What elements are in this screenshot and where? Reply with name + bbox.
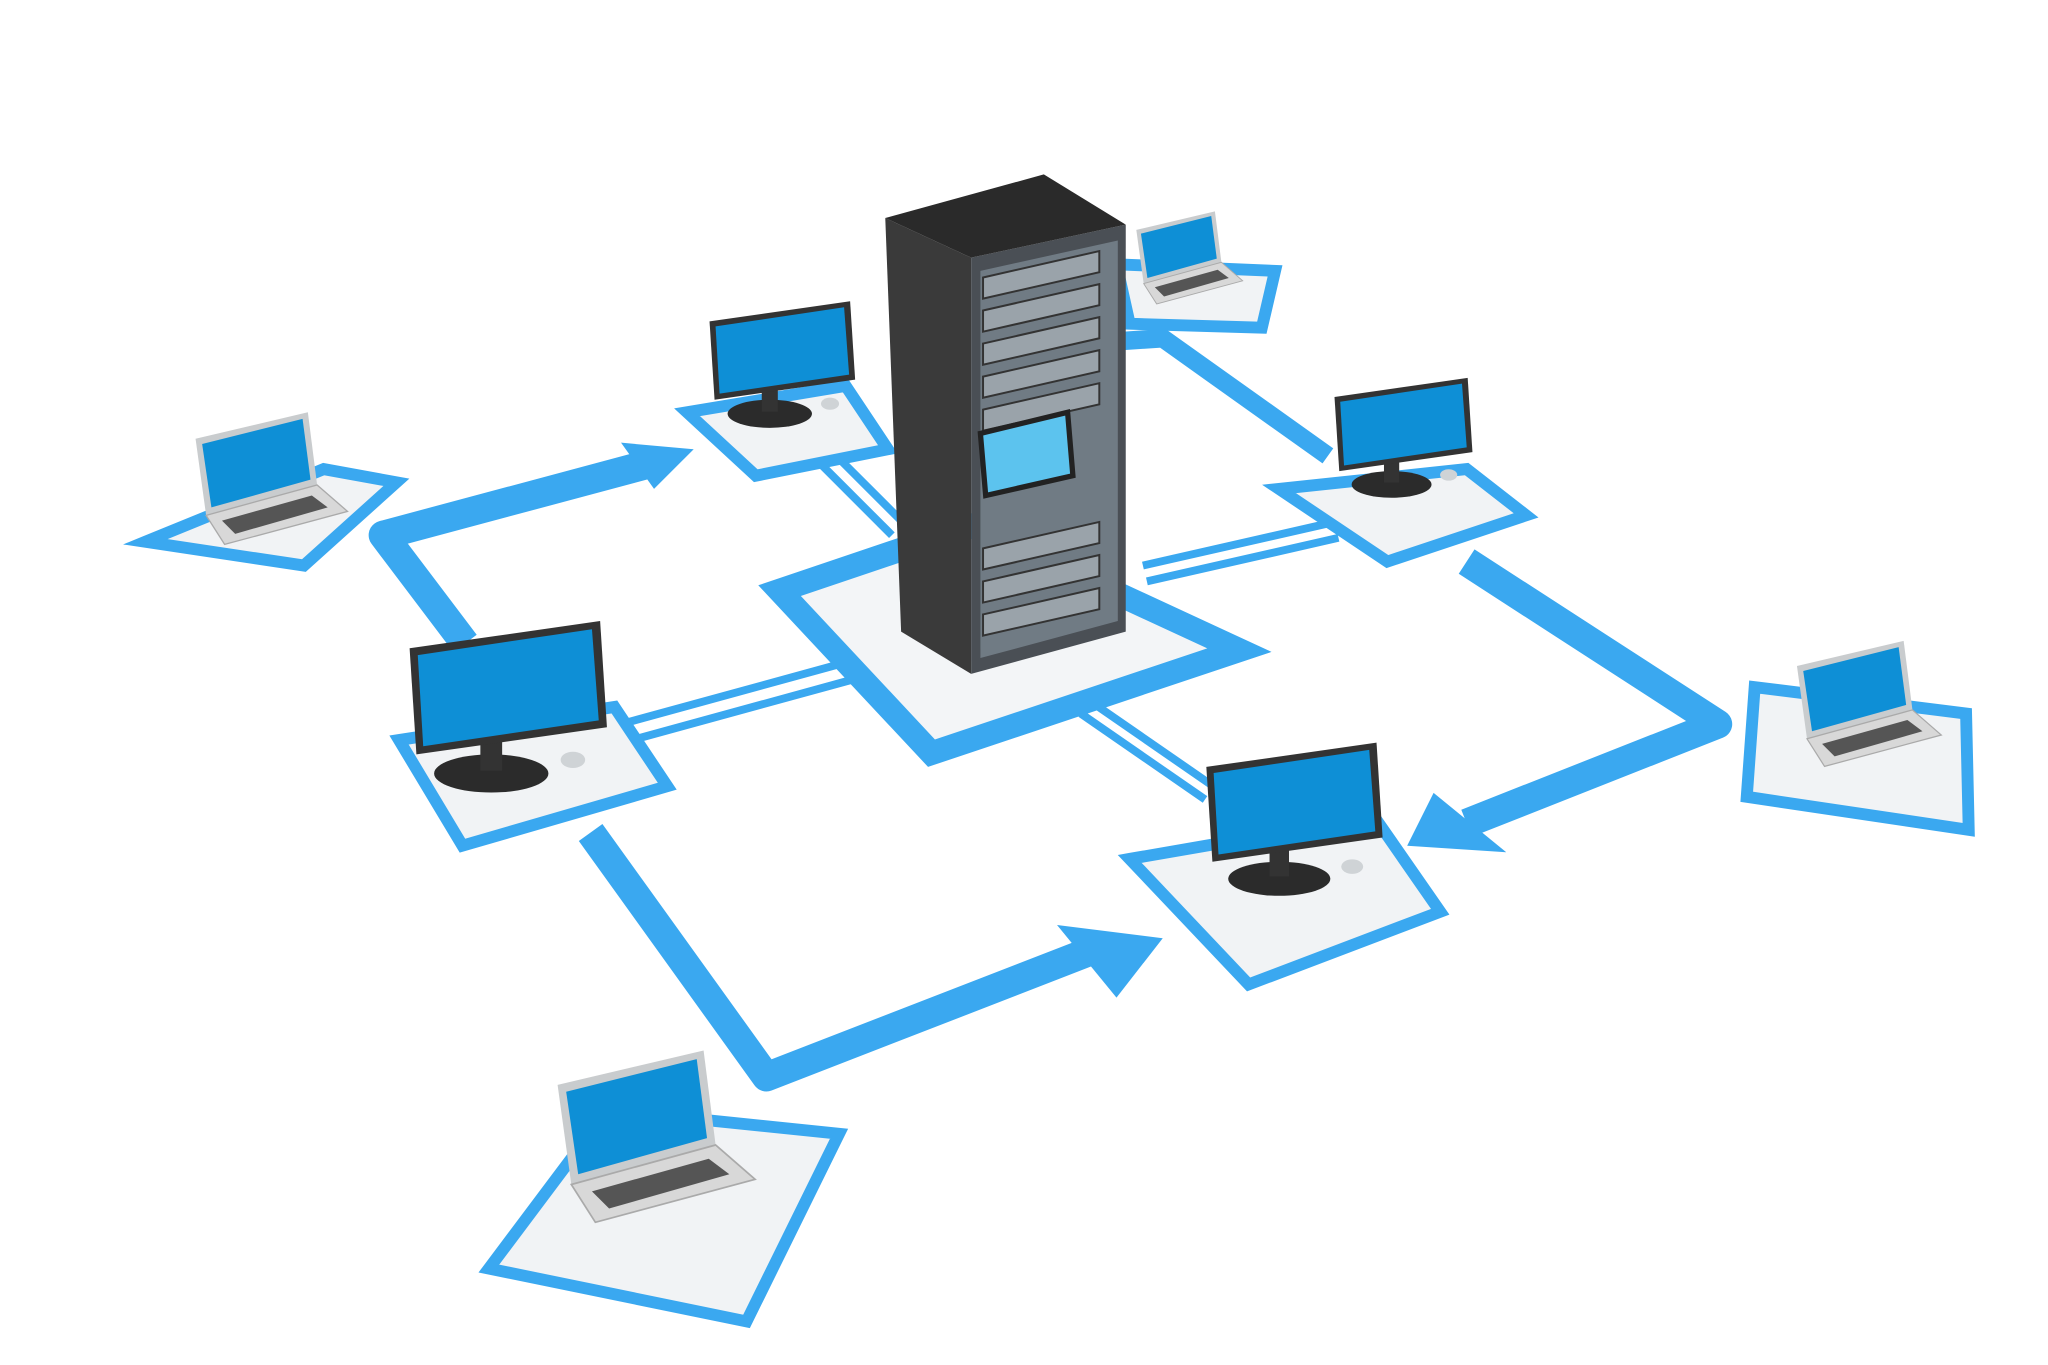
network-links [368,329,1733,1092]
monitor-stand-base [1228,861,1331,896]
connector-line-icon [1078,710,1208,803]
connector-line-icon [1122,329,1334,464]
server-unit [982,282,1101,333]
laptop-icon [557,1050,757,1224]
monitor-screen [1340,383,1467,466]
laptop-screen [1803,647,1907,732]
monitor-stand-base [434,754,549,793]
laptop-screen [1140,216,1217,279]
desktop-monitor-icon [1206,742,1383,896]
laptop-keyboard-icon [1154,269,1229,297]
connector-line-icon [1146,533,1340,586]
connector-line-icon [1142,518,1336,570]
monitor-screen [715,307,850,394]
arrowhead-icon [621,442,694,489]
server-rack-icon [758,174,1272,767]
rack-side [885,218,972,674]
arrow-path [368,451,649,653]
rack-console-screen [977,408,1076,499]
laptop-icon [1136,211,1244,305]
laptop-icon [1796,640,1943,768]
laptop-keyboard-icon [221,495,328,534]
mouse-icon [820,397,840,410]
arrowhead-icon [1407,792,1507,853]
mouse-icon [1440,469,1458,481]
arrowhead-icon [1057,924,1163,998]
monitor-screen [1213,749,1376,855]
laptop-screen [566,1059,708,1175]
server-unit [982,315,1101,366]
monitor-stand-base [727,399,812,428]
mouse-icon [1341,859,1364,874]
connector-line-icon [626,674,860,746]
connector-line-icon [829,449,911,531]
monitor-screen [417,629,599,747]
arrow-path [1458,549,1733,837]
server-units [982,249,1101,637]
rack-top [885,174,1126,258]
laptop-keyboard-icon [591,1158,730,1209]
devices [195,211,1943,1224]
server-unit [982,348,1101,399]
mouse-icon [560,751,586,769]
desktop-monitor-icon [409,621,607,793]
server-unit [982,520,1101,571]
server-unit [982,249,1101,300]
arrow-path [578,823,1102,1092]
laptop-keyboard-icon [1822,719,1923,757]
connector-line-icon [1094,702,1224,795]
desktop-monitor-icon [1334,377,1473,498]
device-pad [674,379,898,483]
laptop-screen [202,418,311,508]
connector-line-icon [813,457,895,538]
server-unit [982,553,1101,604]
monitor-stand-base [1351,471,1432,498]
desktop-monitor-icon [709,301,856,428]
laptop-icon [195,412,349,546]
connector-line-icon [619,656,854,728]
server-unit [982,381,1101,433]
server-unit [982,586,1101,637]
